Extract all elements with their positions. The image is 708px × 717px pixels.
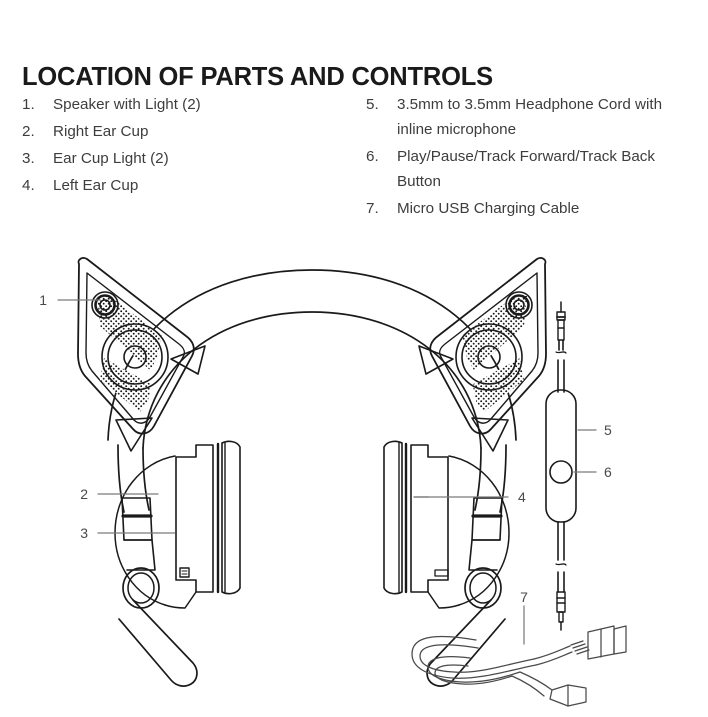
callout-2: 2 [80, 486, 88, 502]
list-item-label: Left Ear Cup [53, 177, 139, 194]
play-pause-button [549, 460, 573, 484]
list-item: 5. 3.5mm to 3.5mm Headphone Cord with in… [366, 92, 696, 142]
list-item: 4. Left Ear Cup [22, 173, 322, 198]
parts-list-right: 5. 3.5mm to 3.5mm Headphone Cord with in… [366, 92, 696, 223]
callout-1: 1 [39, 292, 47, 308]
headphone-cord-inline-mic [545, 301, 577, 631]
callout-4: 4 [518, 489, 526, 505]
list-item: 3. Ear Cup Light (2) [22, 146, 322, 171]
list-item-label: Micro USB Charging Cable [397, 200, 580, 217]
left-ear-cup [114, 440, 241, 609]
list-item-number: 5. [366, 96, 379, 113]
list-item-label: Speaker with Light (2) [53, 96, 201, 113]
callout-leaders [57, 299, 597, 645]
list-item-number: 2. [22, 123, 35, 140]
list-item: 7. Micro USB Charging Cable [366, 196, 696, 221]
list-item-label: Play/Pause/Track Forward/Track Back Butt… [397, 148, 655, 190]
right-cat-ear [418, 257, 547, 452]
callout-7: 7 [520, 589, 528, 605]
list-item: 1. Speaker with Light (2) [22, 92, 322, 117]
list-item-number: 3. [22, 150, 35, 167]
list-item: 2. Right Ear Cup [22, 119, 322, 144]
list-item-label: 3.5mm to 3.5mm Headphone Cord with inlin… [397, 96, 663, 138]
list-item-number: 6. [366, 148, 379, 165]
left-cat-ear [77, 257, 206, 452]
callout-6: 6 [604, 464, 612, 480]
list-item: 6. Play/Pause/Track Forward/Track Back B… [366, 144, 696, 194]
list-item-label: Ear Cup Light (2) [53, 150, 169, 167]
product-diagram: 1 2 3 4 5 6 7 [0, 240, 708, 717]
parts-list-left: 1. Speaker with Light (2) 2. Right Ear C… [22, 92, 322, 200]
headband [107, 269, 517, 513]
callout-5: 5 [604, 422, 612, 438]
micro-usb-charging-cable [411, 625, 627, 707]
callout-labels: 1 2 3 4 5 6 7 [39, 292, 612, 605]
right-ear-cup [383, 440, 510, 609]
list-item-number: 4. [22, 177, 35, 194]
page-title: LOCATION OF PARTS AND CONTROLS [22, 63, 493, 92]
list-item-label: Right Ear Cup [53, 123, 149, 140]
left-headband-slider [118, 497, 198, 687]
callout-3: 3 [80, 525, 88, 541]
list-item-number: 7. [366, 200, 379, 217]
list-item-number: 1. [22, 96, 35, 113]
